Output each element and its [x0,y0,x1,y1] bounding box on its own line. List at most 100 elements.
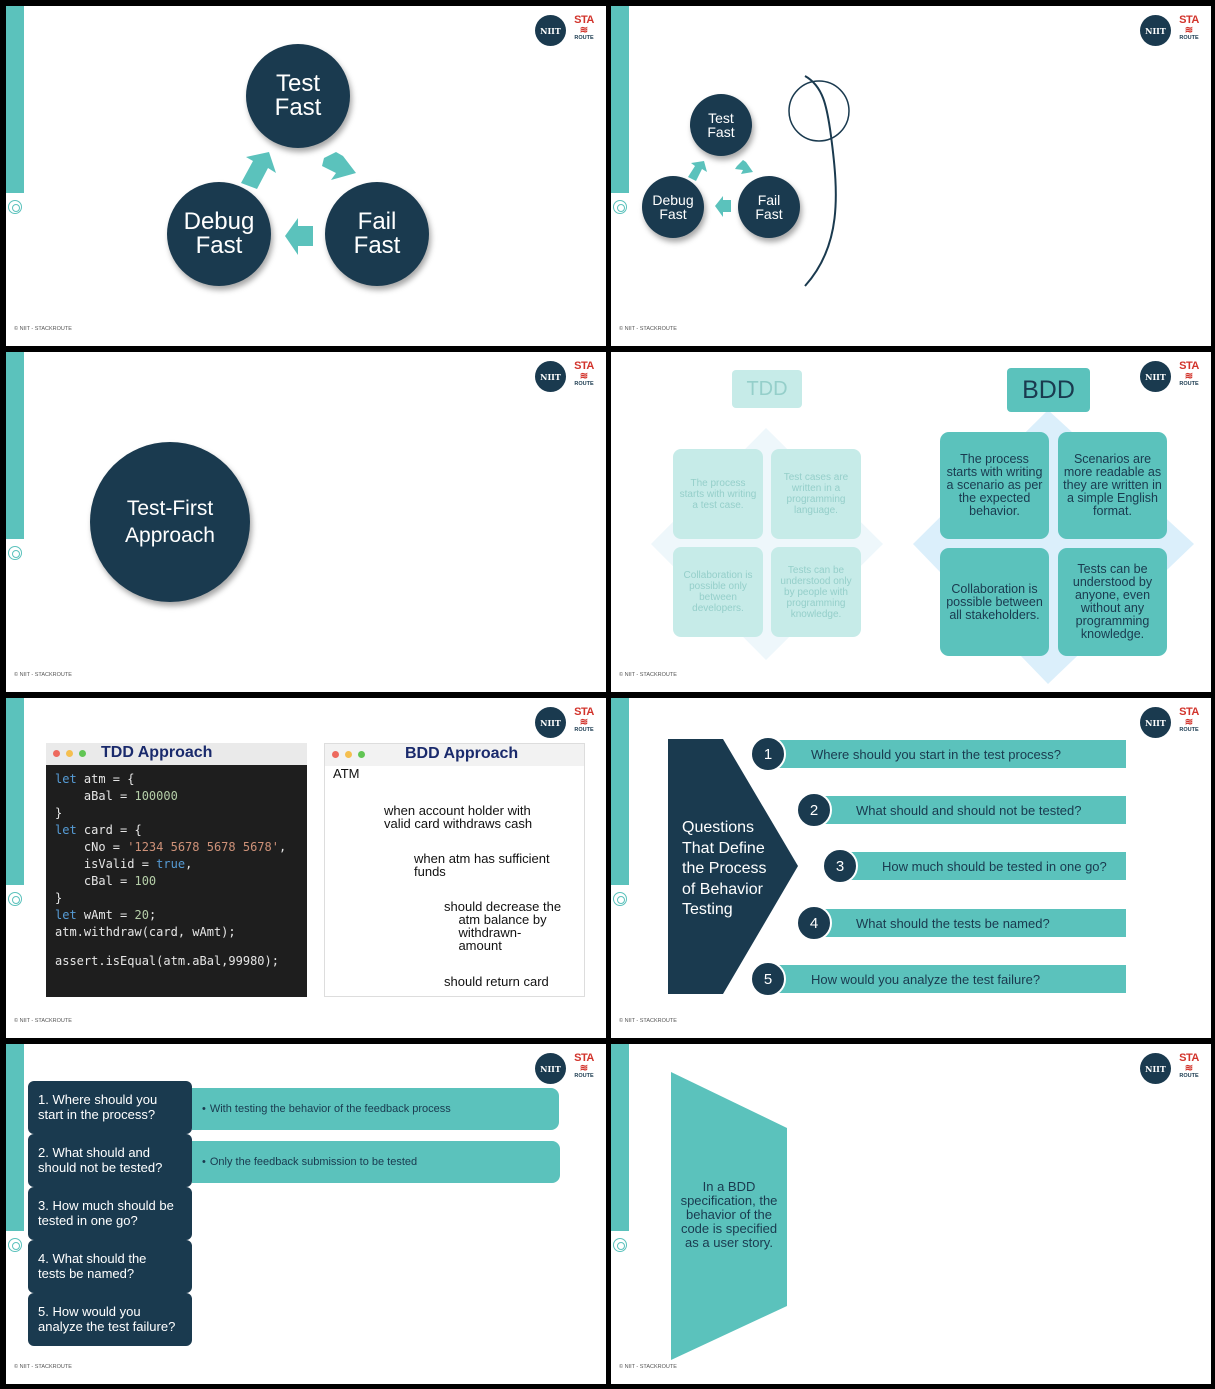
code-line: } [55,806,63,820]
slide-code-comparison[interactable]: NIIT STA≋ROUTE TDD Approach let atm = { … [6,698,606,1038]
bdd-item-1: The process starts with writing a scenar… [940,432,1049,539]
ring-icon [8,546,22,560]
cycle-arrows-and-curve [688,75,850,287]
question-card-3: 3. How much should be tested in one go? [28,1187,192,1240]
code-line: let wAmt = 20; [55,908,157,922]
ring-icon [613,200,627,214]
question-number-2: 2 [796,792,832,828]
footer-copyright: © NIIT - STACKROUTE [619,326,677,332]
ring-icon [8,1238,22,1252]
close-dot-icon [53,750,60,757]
test-fast-circle: Test Fast [690,94,752,156]
stackroute-logo: STA≋ROUTE [1179,706,1199,734]
niit-logo: NIIT [1140,1053,1171,1084]
cycle-arrows [241,152,356,255]
sidebar-accent [611,6,629,193]
bdd-item-4: Tests can be understood by anyone, even … [1058,548,1167,656]
niit-logo: NIIT [1140,361,1171,392]
bdd-should-decrease: should decrease the atm balance by withd… [444,899,562,953]
question-bar-4: What should the tests be named? [816,909,1126,937]
question-number-5: 5 [750,961,786,997]
maximize-dot-icon [358,751,365,758]
code-line: let card = { [55,823,142,837]
niit-logo: NIIT [535,707,566,738]
test-fast-circle: Test Fast [246,44,350,148]
debug-fast-circle: Debug Fast [642,176,704,238]
slide-cycle-small[interactable]: NIIT STA≋ROUTE Test Fast Fail Fast Debug… [611,6,1211,346]
question-card-4: 4. What should the tests be named? [28,1240,192,1293]
test-first-circle: Test-First Approach [90,442,250,602]
ring-icon [613,1238,627,1252]
question-bar-1: Where should you start in the test proce… [771,740,1126,768]
stackroute-logo: STA≋ROUTE [574,14,594,42]
bdd-approach-title: BDD Approach [405,745,519,762]
niit-logo: NIIT [535,15,566,46]
tdd-title: TDD [732,370,802,408]
niit-logo: NIIT [1140,15,1171,46]
question-number-4: 4 [796,905,832,941]
code-line: isValid = true, [55,857,193,871]
question-card-5: 5. How would you analyze the test failur… [28,1293,192,1346]
window-titlebar: BDD Approach [325,744,584,766]
question-card-1: 1. Where should you start in the process… [28,1081,192,1134]
code-line: let atm = { [55,772,135,786]
stackroute-logo: STA≋ROUTE [574,706,594,734]
bdd-title: BDD [1007,368,1090,412]
niit-logo: NIIT [1140,707,1171,738]
slide-bdd-user-story[interactable]: NIIT STA≋ROUTE In a BDD specification, t… [611,1044,1211,1384]
stackroute-logo: STA≋ROUTE [1179,14,1199,42]
bdd-atm: ATM [333,766,360,781]
sidebar-accent [611,698,629,885]
stackroute-logo: STA≋ROUTE [574,360,594,388]
question-bar-5: How would you analyze the test failure? [771,965,1126,993]
footer-copyright: © NIIT - STACKROUTE [619,1364,677,1370]
chevron-arrow-shape [668,739,798,994]
fail-fast-circle: Fail Fast [738,176,800,238]
sidebar-accent [611,1044,629,1231]
minimize-dot-icon [345,751,352,758]
sidebar-accent [6,1044,24,1231]
slide-question-answers[interactable]: NIIT STA≋ROUTE • With testing the behavi… [6,1044,606,1384]
footer-copyright: © NIIT - STACKROUTE [14,1018,72,1024]
bdd-item-2: Scenarios are more readable as they are … [1058,432,1167,539]
tdd-approach-title: TDD Approach [101,744,213,761]
ring-icon [8,200,22,214]
sidebar-accent [6,6,24,193]
tdd-item-2: Test cases are written in a programming … [771,449,861,539]
code-line: atm.withdraw(card, wAmt); [55,925,236,939]
tdd-code-window: TDD Approach let atm = { aBal = 100000 }… [46,743,307,997]
ring-icon [8,892,22,906]
code-line: } [55,891,63,905]
slide-tdd-vs-bdd[interactable]: NIIT STA≋ROUTE TDD BDD The process start… [611,352,1211,692]
bdd-spec-window: BDD Approach ATM when account holder wit… [324,743,585,997]
tdd-item-1: The process starts with writing a test c… [673,449,763,539]
answer-1: • With testing the behavior of the feedb… [192,1088,559,1130]
bdd-user-story-text: In a BDD specification, the behavior of … [680,1179,778,1250]
debug-fast-circle: Debug Fast [167,182,271,286]
footer-copyright: © NIIT - STACKROUTE [14,326,72,332]
slide-test-debug-fail-cycle[interactable]: NIIT STA≋ROUTE Test Fast Fail Fast Debug… [6,6,606,346]
tdd-item-4: Tests can be understood only by people w… [771,547,861,637]
slide-test-first-approach[interactable]: NIIT STA≋ROUTE Test-First Approach © NII… [6,352,606,692]
stackroute-logo: STA≋ROUTE [574,1052,594,1080]
code-line: cNo = '1234 5678 5678 5678', [55,840,287,854]
trapezoid-shape [671,1072,787,1360]
sidebar-accent [6,352,24,539]
stackroute-logo: STA≋ROUTE [1179,360,1199,388]
stackroute-logo: STA≋ROUTE [1179,1052,1199,1080]
maximize-dot-icon [79,750,86,757]
questions-heading: Questions That Define the Process of Beh… [682,819,767,918]
slide-questions[interactable]: NIIT STA≋ROUTE Questions That Define the… [611,698,1211,1038]
fail-fast-circle: Fail Fast [325,182,429,286]
footer-copyright: © NIIT - STACKROUTE [14,672,72,678]
niit-logo: NIIT [535,361,566,392]
question-bar-3: How much should be tested in one go? [842,852,1126,880]
question-number-3: 3 [822,848,858,884]
question-bar-2: What should and should not be tested? [816,796,1126,824]
bdd-when-withdraw: when account holder with valid card with… [384,803,533,831]
footer-copyright: © NIIT - STACKROUTE [619,1018,677,1024]
bdd-when-funds: when atm has sufficient funds [414,851,550,879]
footer-copyright: © NIIT - STACKROUTE [14,1364,72,1370]
tdd-item-3: Collaboration is possible only between d… [673,547,763,637]
ring-icon [613,892,627,906]
